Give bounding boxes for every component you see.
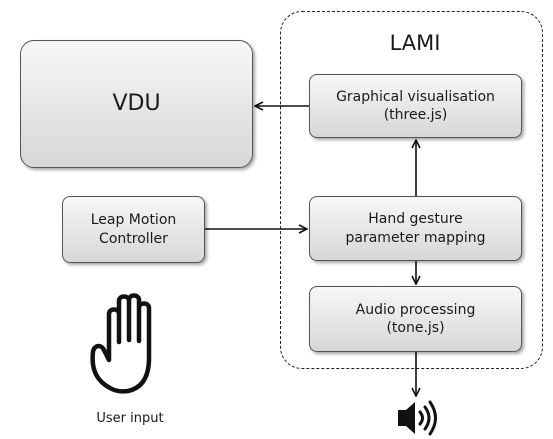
vdu-block: VDU	[20, 40, 253, 168]
hand-gesture-mapping-line1: Hand gesture	[368, 211, 463, 228]
audio-processing-title: Audio processing	[355, 301, 476, 318]
hand-gesture-mapping-block: Hand gesture parameter mapping	[309, 196, 522, 261]
graphical-visualisation-library: (three.js)	[383, 107, 448, 123]
graphical-visualisation-title: Graphical visualisation	[336, 88, 495, 105]
hand-gesture-mapping-line2: parameter mapping	[345, 229, 486, 246]
user-input-label: User input	[96, 411, 164, 426]
vdu-label: VDU	[112, 91, 161, 117]
audio-processing-library: (tone.js)	[386, 320, 445, 336]
leap-motion-controller-block: Leap Motion Controller	[62, 196, 205, 263]
lami-boundary	[280, 11, 543, 369]
graphical-visualisation-block: Graphical visualisation (three.js)	[309, 74, 522, 138]
leap-motion-controller-line2: Controller	[99, 230, 168, 247]
hand-icon	[90, 293, 152, 394]
speaker-icon	[398, 400, 437, 436]
audio-processing-block: Audio processing (tone.js)	[309, 286, 522, 352]
lami-title: LAMI	[389, 31, 441, 55]
leap-motion-controller-line1: Leap Motion	[90, 212, 177, 229]
